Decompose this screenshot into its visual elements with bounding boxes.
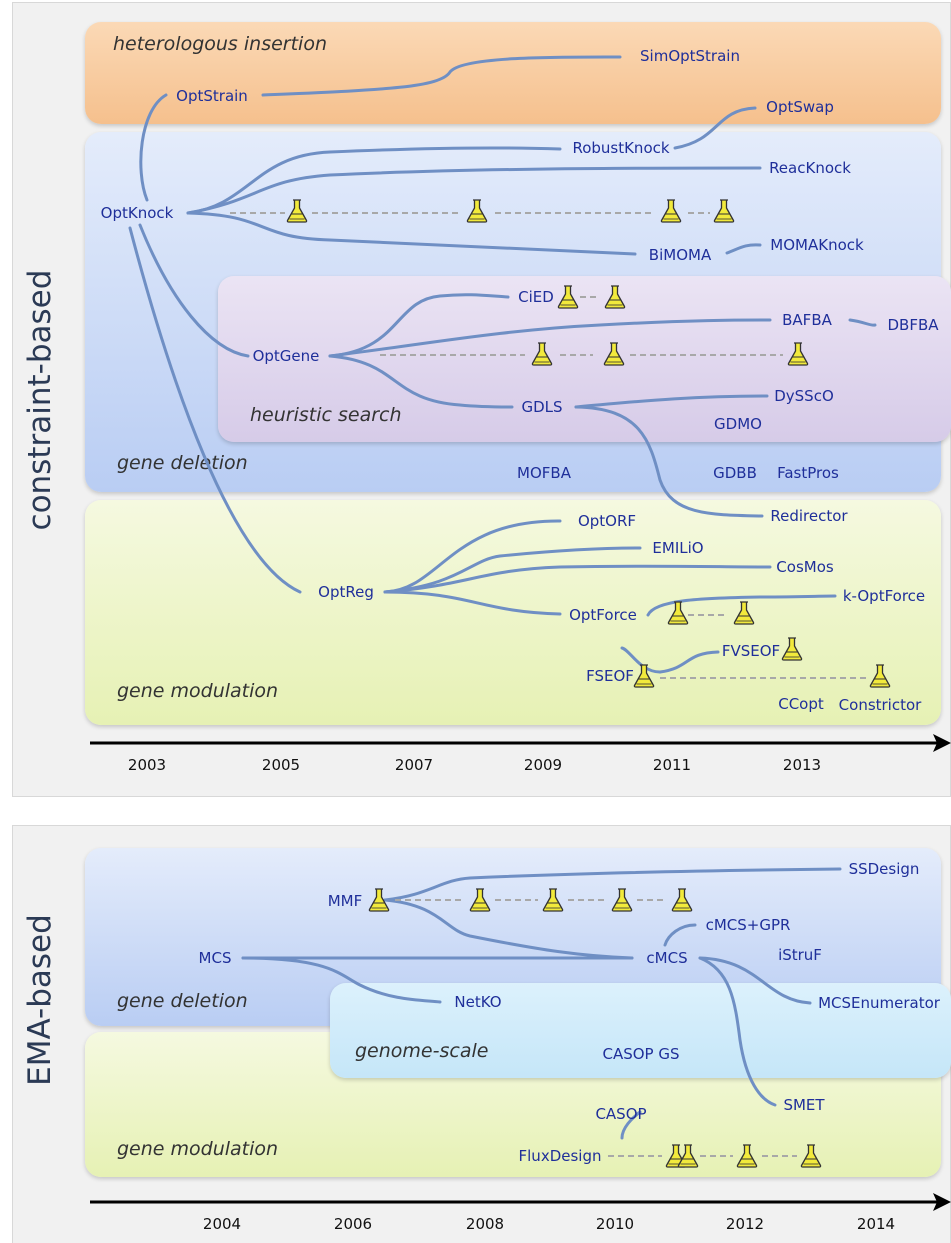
flask-icon <box>604 285 626 309</box>
genome-scale-label: genome-scale <box>355 1040 489 1062</box>
top-tick-label: 2013 <box>782 756 822 774</box>
node-optreg[interactable]: OptReg <box>318 583 374 601</box>
node-emilio[interactable]: EMILiO <box>652 539 704 557</box>
bottom-tick-label: 2014 <box>856 1215 896 1233</box>
flask-icon <box>671 888 693 912</box>
node-k-optforce[interactable]: k-OptForce <box>842 587 926 605</box>
node-reacknock[interactable]: ReacKnock <box>769 159 851 177</box>
node-mcsenumerator[interactable]: MCSEnumerator <box>818 994 940 1012</box>
node-dbfba[interactable]: DBFBA <box>887 316 939 334</box>
node-optorf[interactable]: OptORF <box>577 512 637 530</box>
node-optforce[interactable]: OptForce <box>569 606 637 624</box>
top-tick-label: 2007 <box>394 756 434 774</box>
flask-icon <box>667 601 689 625</box>
gene-modulation-label: gene modulation <box>117 680 279 702</box>
flask-icon <box>286 199 308 223</box>
flask-icon <box>713 199 735 223</box>
bottom-tick-label: 2012 <box>725 1215 765 1233</box>
flask-icon <box>781 637 803 661</box>
node-optstrain[interactable]: OptStrain <box>176 87 248 105</box>
flask-icon <box>603 342 625 366</box>
node-gdbb[interactable]: GDBB <box>713 464 757 482</box>
flask-icon <box>633 664 655 688</box>
top-tick-label: 2011 <box>652 756 692 774</box>
flask-icon <box>787 342 809 366</box>
node-optknock[interactable]: OptKnock <box>100 204 174 222</box>
flask-icon <box>733 601 755 625</box>
gene-modulation-band <box>85 500 941 725</box>
top-tick-label: 2005 <box>261 756 301 774</box>
node-istruf[interactable]: iStruF <box>778 946 822 964</box>
top-dashed <box>230 212 866 679</box>
heterologous-insertion-band <box>85 22 941 124</box>
flask-icon <box>542 888 564 912</box>
node-ssdesign[interactable]: SSDesign <box>848 860 920 878</box>
node-bimoma[interactable]: BiMOMA <box>648 246 712 264</box>
node-smet[interactable]: SMET <box>783 1096 825 1114</box>
node-momaknock[interactable]: MOMAKnock <box>770 236 864 254</box>
bottom-links <box>241 867 842 1140</box>
flask-icon <box>531 342 553 366</box>
top-links <box>128 55 877 674</box>
bottom-tick-label: 2004 <box>202 1215 242 1233</box>
node-netko[interactable]: NetKO <box>454 993 502 1011</box>
bottom-axis-arrow-icon <box>90 1193 951 1211</box>
node-dyssco[interactable]: DySScO <box>774 387 834 405</box>
flask-icon <box>736 1144 758 1168</box>
node-bafba[interactable]: BAFBA <box>782 311 832 329</box>
node-fseof[interactable]: FSEOF <box>586 667 634 685</box>
node-mcs[interactable]: MCS <box>198 949 232 967</box>
node-fvseof[interactable]: FVSEOF <box>721 642 781 660</box>
flask-icon <box>800 1144 822 1168</box>
node-optgene[interactable]: OptGene <box>252 347 320 365</box>
flask-icon <box>469 888 491 912</box>
node-mmf[interactable]: MMF <box>327 892 363 910</box>
node-fluxdesign[interactable]: FluxDesign <box>518 1147 602 1165</box>
node-gdls[interactable]: GDLS <box>521 398 563 416</box>
gene-deletion-label: gene deletion <box>117 452 248 474</box>
flask-icon <box>660 199 682 223</box>
top-axis-arrow-icon <box>90 734 951 752</box>
node-robustknock[interactable]: RobustKnock <box>572 139 670 157</box>
node-cosmos[interactable]: CosMos <box>776 558 834 576</box>
node-simoptstrain[interactable]: SimOptStrain <box>640 47 740 65</box>
node-cmcs[interactable]: cMCS <box>646 949 688 967</box>
node-optswap[interactable]: OptSwap <box>766 98 834 116</box>
flask-icon <box>466 199 488 223</box>
bottom-dashed <box>395 899 797 1157</box>
bottom-tick-label: 2008 <box>465 1215 505 1233</box>
bottom-tick-label: 2006 <box>333 1215 373 1233</box>
bottom-tick-label: 2010 <box>595 1215 635 1233</box>
flask-icon <box>611 888 633 912</box>
genome-scale-band <box>330 983 951 1078</box>
ema-gene-modulation-label: gene modulation <box>117 1138 279 1160</box>
top-tick-label: 2003 <box>127 756 167 774</box>
ema-gene-deletion-label: gene deletion <box>117 990 248 1012</box>
node-casop[interactable]: CASOP <box>595 1105 647 1123</box>
heuristic-search-label: heuristic search <box>250 404 402 426</box>
node-cied[interactable]: CiED <box>518 288 554 306</box>
flask-icon <box>677 1144 699 1168</box>
node-ccopt[interactable]: CCopt <box>778 695 824 713</box>
flask-icon <box>869 664 891 688</box>
node-gdmo[interactable]: GDMO <box>714 415 762 433</box>
node-cmcs-gpr[interactable]: cMCS+GPR <box>705 916 791 934</box>
heuristic-search-band <box>218 276 951 442</box>
heterologous-insertion-label: heterologous insertion <box>113 33 327 55</box>
flask-icon <box>557 285 579 309</box>
node-redirector[interactable]: Redirector <box>770 507 848 525</box>
node-casop-gs[interactable]: CASOP GS <box>602 1045 680 1063</box>
node-fastpros[interactable]: FastPros <box>777 464 839 482</box>
node-mofba[interactable]: MOFBA <box>517 464 571 482</box>
top-tick-label: 2009 <box>523 756 563 774</box>
node-constrictor[interactable]: Constrictor <box>838 696 922 714</box>
